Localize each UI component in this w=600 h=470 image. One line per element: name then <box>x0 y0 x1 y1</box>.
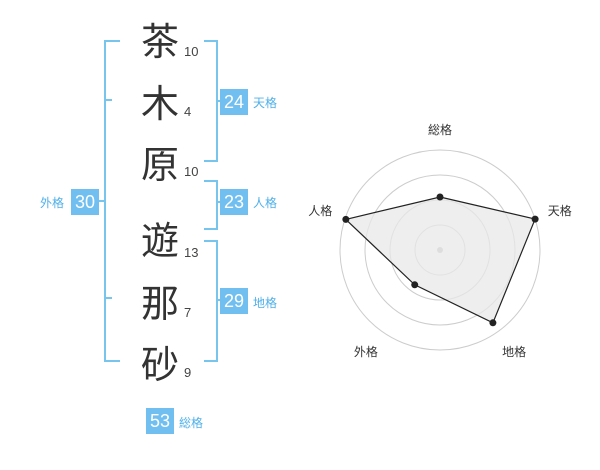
bracket-tick <box>216 299 222 301</box>
gaikaku-bracket <box>104 40 120 362</box>
name-char-6: 砂 <box>140 343 179 387</box>
stroke-count-6: 9 <box>184 365 192 380</box>
bracket-tick <box>96 200 104 202</box>
tenkaku-label: 天格 <box>253 96 278 110</box>
stroke-count-1: 10 <box>184 44 199 59</box>
stroke-count-4: 13 <box>184 245 199 260</box>
stroke-count-3: 10 <box>184 164 199 179</box>
chikaku-label: 地格 <box>253 296 278 310</box>
tenkaku-score: 24 <box>220 89 248 115</box>
jinkaku-label: 人格 <box>253 196 278 210</box>
radar-point <box>531 215 539 223</box>
jinkaku-bracket <box>204 180 218 230</box>
radar-points <box>342 193 539 327</box>
radar-axis-label: 人格 <box>308 203 332 218</box>
chikaku-score: 29 <box>220 288 248 314</box>
gaikaku-label: 外格 <box>40 196 65 210</box>
chikaku-bracket <box>204 240 218 362</box>
radar-point <box>411 281 419 289</box>
radar-axis-label: 総格 <box>428 122 452 137</box>
radar-axis-label: 外格 <box>354 344 378 359</box>
radar-point <box>489 319 497 327</box>
bracket-tick <box>216 201 222 203</box>
name-char-4: 遊 <box>140 219 179 263</box>
radar-axis-label: 天格 <box>548 203 572 218</box>
soukaku-score: 53 <box>146 408 174 434</box>
radar-area <box>344 196 536 324</box>
name-char-5: 那 <box>140 282 179 326</box>
name-char-1: 茶 <box>140 20 179 64</box>
radar-axis-label: 地格 <box>502 344 526 359</box>
jinkaku-score: 23 <box>220 189 248 215</box>
radar-point <box>342 215 350 223</box>
stroke-count-2: 4 <box>184 104 192 119</box>
bracket-tick <box>104 99 112 101</box>
bracket-tick <box>104 297 112 299</box>
name-char-2: 木 <box>140 82 179 126</box>
radar-point <box>436 193 444 201</box>
gaikaku-score: 30 <box>71 189 99 215</box>
bracket-tick <box>216 100 222 102</box>
stroke-count-5: 7 <box>184 305 192 320</box>
soukaku-label: 総格 <box>179 416 204 430</box>
name-char-3: 原 <box>140 143 179 187</box>
